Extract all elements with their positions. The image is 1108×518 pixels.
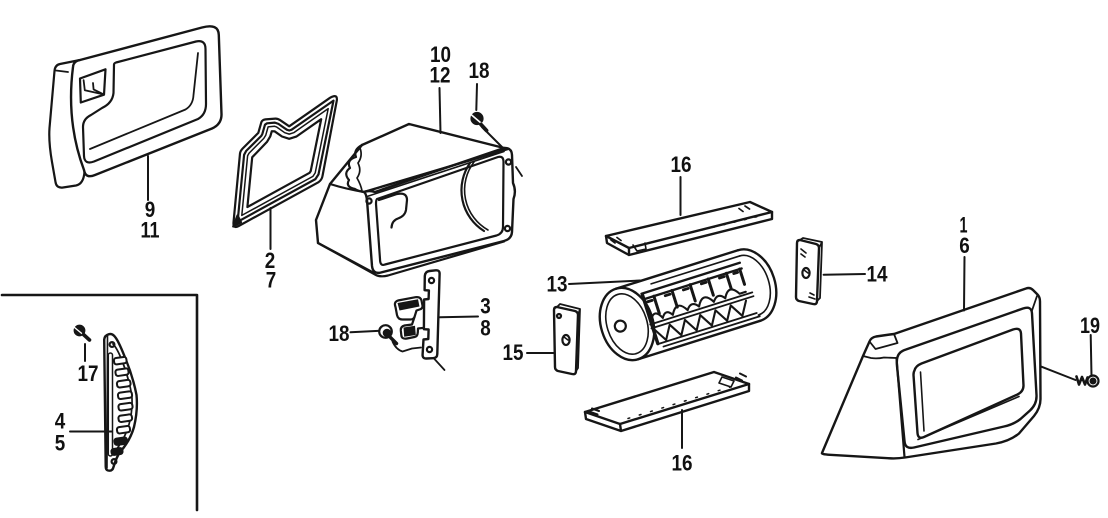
svg-text:17: 17	[78, 361, 99, 386]
svg-text:13: 13	[547, 272, 568, 297]
svg-text:19: 19	[1080, 313, 1100, 338]
svg-text:16: 16	[672, 451, 693, 476]
svg-text:1: 1	[960, 213, 968, 238]
svg-text:16: 16	[671, 152, 692, 177]
svg-text:12: 12	[430, 63, 451, 88]
svg-text:7: 7	[266, 268, 277, 293]
svg-text:18: 18	[469, 58, 490, 83]
svg-text:4: 4	[55, 409, 66, 434]
svg-text:8: 8	[480, 316, 491, 341]
svg-text:3: 3	[480, 294, 491, 319]
svg-text:2: 2	[265, 248, 276, 273]
svg-text:10: 10	[430, 42, 451, 67]
svg-text:15: 15	[503, 340, 524, 365]
svg-text:5: 5	[55, 431, 66, 456]
svg-text:11: 11	[141, 218, 160, 243]
svg-text:14: 14	[867, 262, 889, 287]
svg-text:9: 9	[145, 197, 156, 222]
svg-text:18: 18	[329, 321, 350, 346]
svg-text:6: 6	[959, 233, 970, 258]
